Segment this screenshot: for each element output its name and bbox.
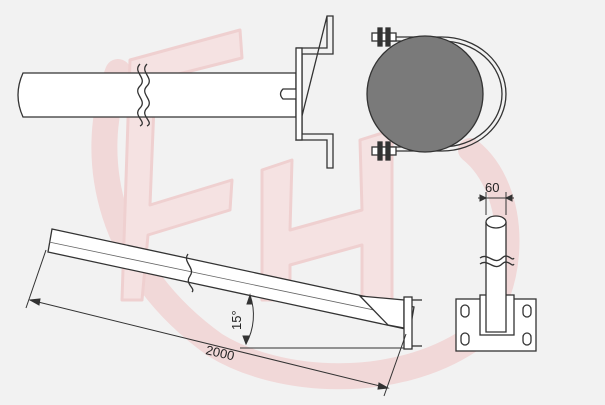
mount-pipe-break-mark-2 [479, 261, 515, 268]
tilted-arm-end-plate [403, 296, 413, 350]
mount-vertical-pipe [485, 222, 507, 333]
mount-slot-top-right [522, 304, 532, 318]
top-arm-view [17, 15, 334, 169]
lamp-u-clamp-inner [380, 40, 503, 148]
mount-pipe-top-end [485, 215, 507, 229]
length-dimension [25, 249, 407, 397]
length-extension-end [383, 333, 407, 397]
top-arm-break-mark [137, 63, 143, 127]
angle-arrow-bottom [242, 335, 250, 346]
mount-slot-bottom-left [460, 332, 470, 346]
mount-pipe-break-mark [479, 255, 515, 262]
angle-arrow-top [246, 293, 253, 305]
arm-length-label: 2000 [204, 342, 236, 363]
pipe-diameter-label: 60 [485, 180, 499, 195]
top-arm-bracket-plate [295, 47, 303, 141]
length-arrow-start [28, 298, 41, 306]
diameter-arrow-left [479, 194, 488, 202]
watermark-swoosh [91, 59, 483, 390]
mount-slot-top-left [460, 304, 470, 318]
mount-slot-bottom-right [522, 332, 532, 346]
diameter-dimension [478, 192, 514, 215]
length-arrow-end [377, 382, 390, 390]
lamp-bottom-bolt [371, 141, 397, 161]
mount-side-view [455, 215, 537, 352]
top-arm-pipe [17, 72, 297, 118]
lamp-top-bolt [371, 27, 397, 47]
length-extension-start [25, 249, 47, 309]
tilted-arm-break-mark [185, 253, 194, 293]
length-dimension-line [29, 299, 389, 389]
top-arm-bracket [295, 15, 334, 169]
tilted-arm-pipe-edge [48, 241, 413, 319]
tilt-angle-label: 15° [229, 310, 244, 330]
angle-dimension [240, 293, 404, 349]
tilted-arm-view [47, 228, 422, 350]
diameter-arrow-right [504, 194, 513, 202]
top-arm-break-mark-2 [144, 63, 150, 127]
lamp-head-view [366, 27, 507, 161]
lamp-disc [366, 35, 484, 153]
lamp-u-clamp [380, 36, 507, 152]
